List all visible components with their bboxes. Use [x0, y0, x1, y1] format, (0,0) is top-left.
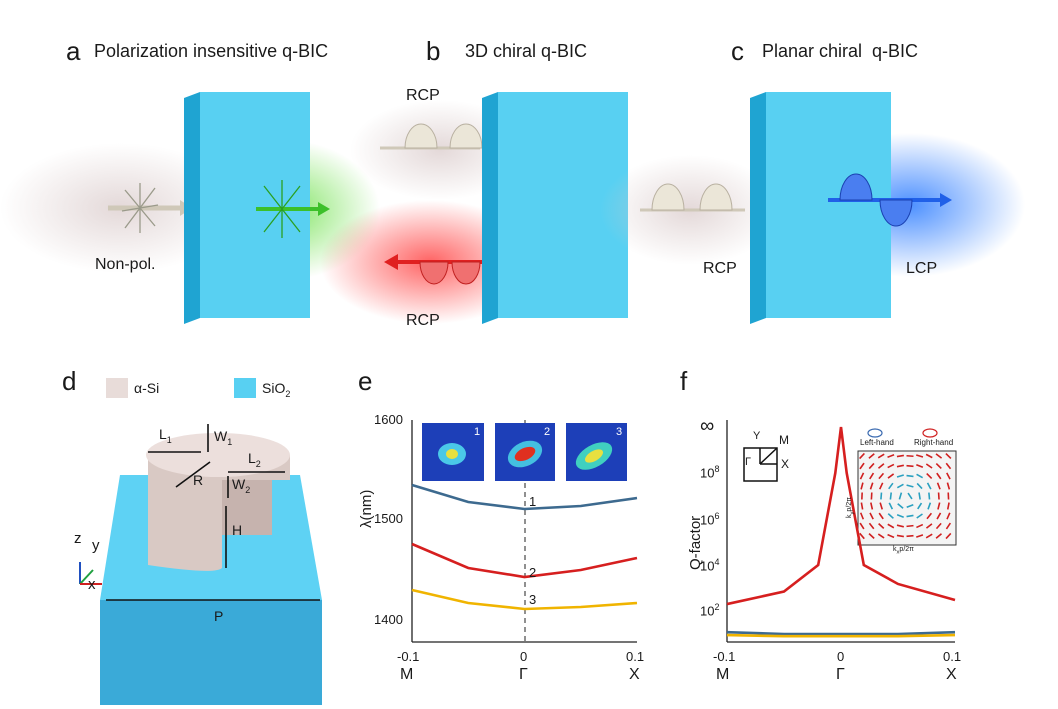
band-label-3: 3 — [529, 592, 537, 607]
panel-c-title: Planar chiral q-BIC — [762, 41, 919, 61]
band-3-line — [411, 588, 638, 611]
band-1-line — [411, 483, 638, 511]
f-ytick-infinity: ∞ — [700, 415, 715, 437]
inset-left-hand: Left-hand — [860, 438, 894, 447]
f-ytick-1e6: 106 — [700, 511, 720, 528]
f-point-m: M — [716, 666, 730, 683]
dim-w1: W1 — [214, 428, 233, 447]
dim-p: P — [214, 608, 224, 624]
bz-y: Y — [753, 430, 761, 442]
band-2-line — [411, 542, 638, 579]
panel-f-inset — [857, 428, 957, 546]
qfactor-series-2-line — [726, 426, 956, 606]
f-ytick-1e8: 108 — [700, 464, 720, 481]
f-point-x: X — [946, 666, 957, 683]
panel-e-plot-area — [411, 483, 638, 611]
panel-e-ylabel: λ(nm) — [358, 489, 375, 528]
dim-h: H — [232, 522, 243, 538]
panel-c-letter: c — [731, 36, 744, 66]
dim-w2: W2 — [232, 476, 251, 495]
e-xtick-left: -0.1 — [397, 649, 420, 664]
e-point-gamma: Γ — [519, 666, 528, 683]
panel-f-bz-diagram — [743, 447, 778, 482]
inset-kx-label: kxp/2π — [893, 546, 914, 556]
panel-e-insets — [422, 423, 627, 481]
panel-b-top-label: RCP — [406, 87, 440, 104]
e-ytick-1400: 1400 — [374, 612, 403, 627]
qfactor-series-3-line — [726, 633, 956, 638]
band-label-2: 2 — [529, 565, 537, 580]
f-ytick-1e2: 102 — [700, 602, 720, 619]
inset-label-2: 2 — [544, 426, 551, 438]
f-xtick-right: 0.1 — [943, 649, 962, 664]
bz-m: M — [779, 433, 789, 447]
panel-b-bottom-label: RCP — [406, 312, 440, 329]
inset-label-1: 1 — [474, 426, 481, 438]
qfactor-series-1-line — [726, 630, 956, 636]
band-label-1: 1 — [529, 494, 537, 509]
inset-right-hand: Right-hand — [914, 438, 954, 447]
legend-si-label: α-Si — [134, 380, 160, 396]
panel-c-output-label: LCP — [906, 260, 938, 277]
dim-r: R — [193, 472, 204, 488]
e-point-m: M — [400, 666, 414, 683]
panel-f-plot-area — [726, 426, 956, 638]
f-point-gamma: Γ — [836, 666, 845, 683]
f-xtick-left: -0.1 — [713, 649, 736, 664]
panel-a-illustration — [0, 92, 380, 324]
panel-a-letter: a — [66, 36, 81, 66]
axis-y: y — [92, 537, 100, 554]
axis-z: z — [74, 530, 82, 547]
panel-b-illustration — [320, 92, 628, 324]
bz-gamma: Γ — [745, 456, 752, 468]
panel-f-axes — [726, 420, 955, 643]
inset-label-3: 3 — [616, 426, 623, 438]
panel-d-letter: d — [62, 366, 77, 396]
e-xtick-right: 0.1 — [626, 649, 645, 664]
e-ytick-1600: 1600 — [374, 412, 403, 427]
panel-a-input-label: Non-pol. — [95, 256, 156, 273]
legend-sio2-label: SiO2 — [262, 380, 291, 399]
f-xtick-mid: 0 — [837, 649, 845, 664]
panel-f-letter: f — [680, 366, 688, 396]
panel-a-title: Polarization insensitive q-BIC — [94, 41, 329, 61]
f-ytick-1e4: 104 — [700, 557, 720, 574]
dim-l2: L2 — [248, 450, 261, 469]
e-ytick-1500: 1500 — [374, 511, 403, 526]
e-point-x: X — [629, 666, 640, 683]
panel-c-input-label: RCP — [703, 260, 737, 277]
bz-x: X — [781, 457, 790, 471]
dim-l1: L1 — [159, 426, 172, 445]
axis-x: x — [88, 576, 96, 593]
e-xtick-mid: 0 — [520, 649, 528, 664]
panel-b-title: 3D chiral q-BIC — [465, 41, 588, 61]
inset-ky-label: kyp/2π — [846, 497, 856, 518]
panel-b-letter: b — [426, 36, 441, 66]
panel-d-unit-cell — [79, 378, 322, 705]
panel-e-letter: e — [358, 366, 373, 396]
panel-c-illustration — [600, 92, 1025, 324]
